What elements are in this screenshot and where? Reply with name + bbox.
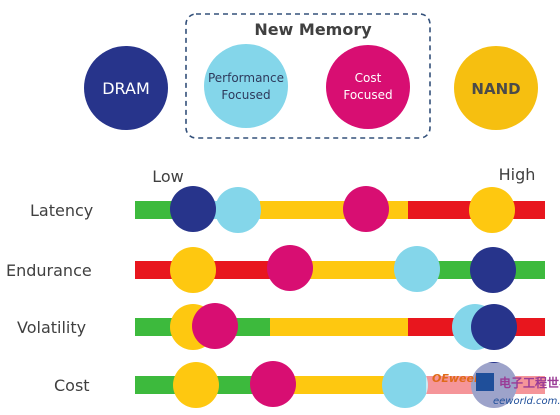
performance-marker: [394, 246, 440, 292]
bar-segment-yellow: [270, 318, 408, 336]
bar-segment-green: [135, 201, 180, 219]
performance-marker: [215, 187, 261, 233]
watermark-url: eeworld.com.cn: [493, 396, 560, 407]
scale-high-label: High: [499, 165, 536, 184]
performance-line1: Performance: [208, 71, 284, 85]
performance-focused-circle: [204, 44, 288, 128]
row-label-latency: Latency: [30, 201, 93, 220]
legend: New Memory DRAM Performance Focused Cost…: [84, 13, 538, 139]
performance-line2: Focused: [221, 88, 270, 102]
cost-line1: Cost: [355, 71, 382, 85]
watermark-logo-icon: [476, 373, 494, 391]
watermark: OEweek 电子工程世界 eeworld.com.cn: [426, 363, 560, 415]
cost-line2: Focused: [343, 88, 392, 102]
new-memory-title: New Memory: [254, 20, 372, 39]
row-label-cost: Cost: [54, 376, 90, 395]
nand-circle: [454, 46, 538, 130]
cost-focused-circle: [326, 45, 410, 129]
bar-segment-yellow: [270, 376, 410, 394]
new-memory-group-box: [185, 13, 431, 139]
cost-marker: [343, 186, 389, 232]
bar-segment-red: [135, 261, 170, 279]
nand-marker: [170, 247, 216, 293]
nand-marker: [469, 187, 515, 233]
endurance-row: Endurance: [6, 245, 545, 293]
scale-low-label: Low: [152, 167, 184, 186]
watermark-brand: OEweek: [432, 372, 482, 385]
dram-marker: [471, 304, 517, 350]
dram-label: DRAM: [102, 79, 150, 98]
nand-label: NAND: [471, 80, 520, 98]
watermark-site-cn: 电子工程世界: [499, 375, 560, 390]
cost-marker: [267, 245, 313, 291]
performance-marker: [382, 362, 428, 408]
nand-marker: [173, 362, 219, 408]
row-label-endurance: Endurance: [6, 261, 92, 280]
dram-circle: [84, 46, 168, 130]
row-label-volatility: Volatility: [17, 318, 86, 337]
cost-marker: [192, 303, 238, 349]
volatility-row: Volatility: [17, 303, 545, 350]
latency-row: Latency: [30, 186, 545, 233]
cost-marker: [250, 361, 296, 407]
dram-marker: [470, 247, 516, 293]
dram-marker: [170, 186, 216, 232]
